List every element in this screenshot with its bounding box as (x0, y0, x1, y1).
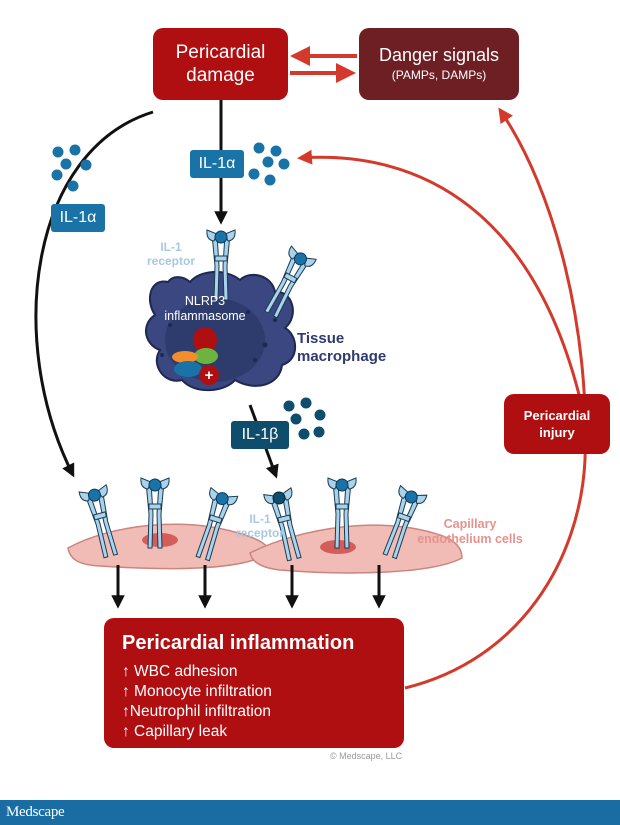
il1a-tag-left: IL-1α (51, 204, 105, 232)
il1-receptor-label-bottom: IL-1 receptor (230, 512, 290, 540)
pericardial-inflammation-box: Pericardial inflammation ↑ WBC adhesion … (104, 618, 404, 748)
pericardial-injury-line1: Pericardial (523, 408, 591, 423)
down-arrows (111, 565, 386, 609)
footer-bar: Medscape (0, 800, 620, 825)
capillary-endothelium (67, 523, 463, 574)
il1-receptor-label-top: IL-1 receptor (141, 240, 201, 268)
inflammation-title: Pericardial inflammation (122, 632, 355, 654)
inflammation-item: ↑ WBC adhesion (122, 663, 238, 680)
capillary-line1: Capillary (443, 517, 497, 531)
il1-receptor-top-line1: IL-1 (160, 240, 182, 254)
il1a-particles-top (248, 142, 290, 186)
danger-signals-title: Danger signals (378, 45, 500, 65)
pericardial-damage-box: Pericardial damage (153, 28, 288, 100)
macrophage-line1: Tissue (297, 330, 345, 347)
endothelium-receptor-6 (375, 485, 428, 562)
danger-signals-subtitle: (PAMPs, DAMPs) (391, 68, 487, 82)
damage-danger-arrows (290, 46, 357, 83)
nlrp3-line1: NLRP3 (184, 294, 226, 308)
pericardial-injury-box: Pericardial injury (504, 394, 610, 454)
danger-signals-box: Danger signals (PAMPs, DAMPs) (359, 28, 519, 100)
copyright: © Medscape, LLC (330, 751, 403, 761)
endothelium-receptor-2 (140, 477, 170, 549)
medscape-logo[interactable]: Medscape (6, 804, 65, 820)
il1-receptor-bottom-line2: receptor (235, 526, 285, 540)
tissue-macrophage: + (145, 271, 297, 392)
inflammation-item: ↑ Capillary leak (122, 723, 228, 740)
il1b-particles (283, 397, 326, 440)
il1a-tag-top: IL-1α (190, 150, 244, 178)
injury-feedback-arrows (297, 107, 587, 690)
macrophage-label: Tissue macrophage (297, 330, 386, 366)
pericardial-injury-line2: injury (539, 425, 575, 440)
il1a-particles-left (51, 144, 92, 192)
nlrp3-line2: inflammasome (164, 309, 246, 323)
macrophage-receptor-top (206, 229, 236, 301)
macrophage-receptor-right (257, 245, 317, 322)
macrophage-line2: macrophage (297, 348, 387, 365)
il1-receptor-top-line2: receptor (146, 254, 196, 268)
pericardial-damage-line2: damage (186, 65, 255, 86)
endothelium-receptor-3 (188, 487, 239, 564)
il1b-tag: IL-1β (231, 421, 289, 449)
inflammation-item: ↑Neutrophil infiltration (122, 703, 272, 720)
inflammation-item: ↑ Monocyte infiltration (122, 683, 272, 700)
capillary-line2: endothelium cells (417, 532, 523, 546)
endothelium-receptor-4 (263, 487, 309, 564)
plus-icon: + (205, 367, 214, 384)
endothelium-receptor-5 (327, 477, 357, 549)
endothelium-receptor-1 (78, 484, 125, 561)
capillary-label: Capillary endothelium cells (408, 517, 532, 547)
nlrp3-label: NLRP3 inflammasome (150, 294, 260, 324)
il1-receptor-bottom-line1: IL-1 (249, 512, 271, 526)
pericardial-damage-line1: Pericardial (175, 42, 266, 63)
